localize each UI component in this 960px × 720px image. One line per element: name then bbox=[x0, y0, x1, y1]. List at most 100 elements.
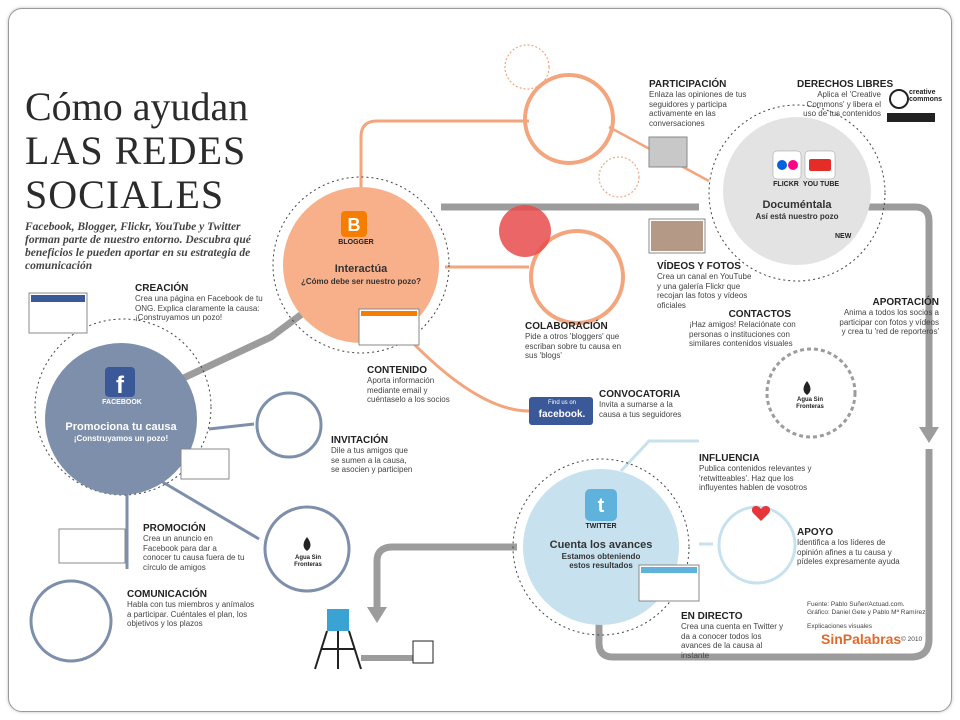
section-colaboracion: COLABORACIÓN Pide a otros 'bloggers' que… bbox=[525, 321, 625, 361]
creative-commons-logo-text: creative commons bbox=[909, 89, 943, 103]
facebook-logo-icon bbox=[105, 367, 135, 397]
facebook-hub-icon-label: FACEBOOK bbox=[102, 399, 142, 406]
title-line-1: Cómo ayudan bbox=[25, 84, 249, 129]
twitter-hub-ring bbox=[512, 458, 690, 636]
apoyo-bubble bbox=[717, 505, 797, 585]
participation-bubble-small-bottom bbox=[598, 156, 640, 198]
find-us-on-label: Find us on bbox=[547, 400, 577, 406]
new-badge: NEW bbox=[835, 233, 852, 240]
section-participacion-text: Enlaza las opiniones de tus seguidores y… bbox=[649, 90, 747, 128]
flow-path-right bbox=[827, 203, 933, 429]
water-hut bbox=[412, 640, 434, 664]
svg-text:f: f bbox=[116, 372, 125, 399]
section-endirecto: EN DIRECTO Crea una cuenta en Twitter y … bbox=[681, 611, 791, 660]
blogger-line-top bbox=[359, 119, 529, 199]
section-creacion: CREACIÓN Crea una página en Facebook de … bbox=[135, 283, 267, 323]
section-influencia-heading: INFLUENCIA bbox=[699, 453, 760, 464]
promotion-loop bbox=[263, 505, 351, 593]
ad-screen bbox=[180, 448, 230, 480]
flickr-hub bbox=[723, 117, 871, 265]
section-promocion-text: Crea un anuncio en Facebook para dar a c… bbox=[143, 534, 245, 572]
agua-sin-fronteras-badge-b: Agua Sin Fronteras bbox=[796, 397, 824, 410]
blogger-hub-name: Interactúa bbox=[334, 263, 388, 275]
credits-grafico: Gráfico: Daniel Gete y Pablo Mª Ramírez bbox=[807, 609, 926, 616]
youtube-hub-icon-label: YOU TUBE bbox=[802, 181, 840, 188]
section-contenido-heading: CONTENIDO bbox=[367, 365, 427, 376]
blogger-hub-ring bbox=[272, 176, 450, 354]
flow-arrow-down-right bbox=[919, 427, 939, 443]
section-convocatoria-heading: CONVOCATORIA bbox=[599, 389, 681, 400]
section-promocion-heading: PROMOCIÓN bbox=[143, 523, 206, 534]
blogger-line-convoc bbox=[407, 337, 530, 413]
section-apoyo-heading: APOYO bbox=[797, 527, 834, 538]
water-pipe bbox=[361, 655, 417, 661]
svg-text:B: B bbox=[348, 215, 361, 235]
water-tower-tank bbox=[327, 609, 349, 631]
collab-red-desk bbox=[499, 205, 551, 257]
section-aportacion-text: Anima a todos los socios a participar co… bbox=[839, 308, 939, 336]
section-influencia-text: Publica contenidos relevantes y 'retwitt… bbox=[699, 464, 812, 492]
section-creacion-text: Crea una página en Facebook de tu ONG. E… bbox=[135, 294, 263, 322]
facebook-hub bbox=[45, 343, 197, 495]
section-contactos: CONTACTOS ¡Haz amigos! Relaciónate con p… bbox=[689, 309, 797, 349]
steps-screen bbox=[58, 528, 126, 564]
section-aportacion-heading: APORTACIÓN bbox=[872, 297, 939, 308]
section-contenido: CONTENIDO Aporta información mediante em… bbox=[367, 365, 455, 405]
section-comunicacion: COMUNICACIÓN Habla con tus miembros y an… bbox=[127, 589, 257, 629]
section-convocatoria: CONVOCATORIA Invita a sumarse a la causa… bbox=[599, 389, 695, 419]
participation-bubble-small-top bbox=[504, 44, 550, 90]
heart-icon bbox=[751, 506, 771, 521]
blogger-hub-sub: ¿Cómo debe ser nuestro pozo? bbox=[300, 277, 421, 286]
section-promocion: PROMOCIÓN Crea un anuncio en Facebook pa… bbox=[143, 523, 247, 572]
agua-sin-fronteras-badge-a: Agua Sin Fronteras bbox=[294, 555, 322, 568]
section-derechos-heading: DERECHOS LIBRES bbox=[797, 79, 894, 90]
photo-thumb bbox=[648, 136, 688, 168]
flickr-hub-sub: Así está nuestro pozo bbox=[755, 212, 839, 221]
infographic-frame: f B t bbox=[8, 8, 952, 712]
facebook-line-invite bbox=[208, 422, 255, 431]
section-comunicacion-heading: COMUNICACIÓN bbox=[127, 589, 207, 600]
section-contactos-heading: CONTACTOS bbox=[728, 309, 791, 320]
credits-fuente: Fuente: Pablo Suñer/Actuad.com. bbox=[807, 601, 905, 608]
water-tower-legs bbox=[314, 630, 362, 670]
facebook-hub-ring bbox=[34, 318, 212, 496]
section-invitacion: INVITACIÓN Dile a tus amigos que se sume… bbox=[331, 435, 415, 475]
section-derechos: DERECHOS LIBRES Aplica el 'Creative Comm… bbox=[797, 79, 894, 119]
contactos-loop bbox=[765, 347, 857, 439]
flickr-hub-name: Documéntala bbox=[762, 199, 832, 211]
section-videos: VÍDEOS Y FOTOS Crea un canal en YouTube … bbox=[657, 261, 753, 310]
blogger-hub bbox=[283, 187, 439, 343]
section-invitacion-text: Dile a tus amigos que se sumen a la caus… bbox=[331, 446, 413, 474]
section-videos-heading: VÍDEOS Y FOTOS bbox=[657, 261, 741, 272]
water-drop-icon-a bbox=[303, 537, 311, 551]
section-comunicacion-text: Habla con tus miembros y anímalos a part… bbox=[127, 600, 255, 628]
credits-year: © 2010 bbox=[901, 636, 923, 643]
section-apoyo: APOYO Identifica a los líderes de opinió… bbox=[797, 527, 905, 567]
twitter-logo-icon bbox=[585, 489, 617, 521]
twitter-hub-sub: Estamos obteniendo estos resultados bbox=[561, 552, 641, 570]
flickr-hub-icon-label: FLICKR bbox=[773, 181, 799, 188]
section-derechos-text: Aplica el 'Creative Commons' y libera el… bbox=[803, 90, 881, 118]
section-contenido-text: Aporta información mediante email y cuén… bbox=[367, 376, 450, 404]
flow-path-bottom-right bbox=[595, 449, 933, 661]
section-creacion-heading: CREACIÓN bbox=[135, 283, 189, 294]
section-endirecto-heading: EN DIRECTO bbox=[681, 611, 743, 622]
twitter-hub-name: Cuenta los avances bbox=[549, 539, 653, 551]
water-drop-icon-b bbox=[803, 381, 811, 395]
section-endirecto-text: Crea una cuenta en Twitter y da a conoce… bbox=[681, 622, 784, 660]
sinpalabras-brand: SinPalabras bbox=[821, 631, 902, 647]
svg-text:t: t bbox=[598, 495, 605, 517]
invitation-bubble bbox=[255, 391, 323, 459]
collaboration-bubble bbox=[529, 229, 625, 325]
twitter-hub-icon-label: TWITTER bbox=[585, 523, 617, 530]
flickr-hub-ring bbox=[708, 104, 886, 282]
facebook-hub-sub: ¡Construyamos un pozo! bbox=[73, 434, 169, 443]
intro-text: Facebook, Blogger, Flickr, YouTube y Twi… bbox=[25, 221, 251, 272]
facebook-hub-name: Promociona tu causa bbox=[65, 421, 177, 433]
section-influencia: INFLUENCIA Publica contenidos relevantes… bbox=[699, 453, 817, 493]
section-convocatoria-text: Invita a sumarse a la causa a tus seguid… bbox=[599, 400, 682, 419]
find-us-on-facebook-badge bbox=[529, 397, 593, 425]
find-us-on-brand: facebook. bbox=[538, 409, 586, 420]
flow-path-bottom-left bbox=[373, 543, 517, 609]
credits-explicaciones: Explicaciones visuales bbox=[807, 623, 873, 630]
